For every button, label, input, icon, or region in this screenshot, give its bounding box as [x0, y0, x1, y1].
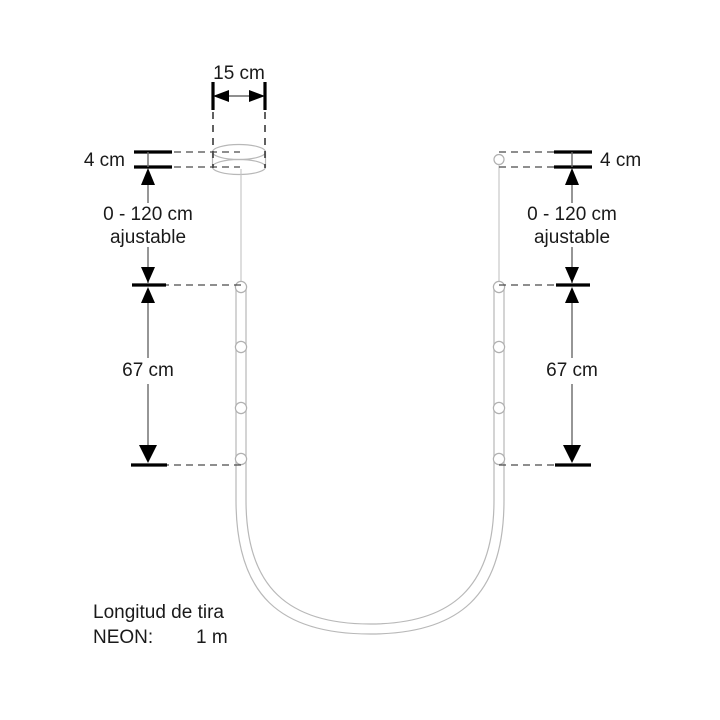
backdrop-adjustable-right — [522, 203, 624, 247]
divider-left-arrowhead-down — [141, 287, 155, 303]
dimension-width-top: 15 cm — [211, 63, 267, 110]
left-tube-node-4 — [234, 452, 248, 466]
backdrop-drop-right — [534, 358, 612, 384]
canopy-right-label: 4 cm — [600, 150, 641, 171]
left-neon-tube — [234, 280, 248, 468]
backdrop-drop-left — [110, 358, 188, 384]
canopy-left-label: 4 cm — [84, 150, 125, 171]
dimension-canopy-left: 4 cm — [84, 150, 172, 185]
caption-neon-label: NEON: — [93, 627, 153, 648]
right-cable-top-loop — [493, 153, 505, 166]
product-geometry — [211, 143, 506, 635]
right-neon-tube — [492, 280, 506, 468]
caption-neon-value: 1 m — [196, 627, 228, 648]
u-curve-outer — [235, 468, 505, 635]
dimension-canopy-right: 4 cm — [554, 150, 641, 185]
dimension-divider-left — [132, 267, 166, 303]
divider-left-arrowhead-up — [141, 267, 155, 283]
divider-right-arrowhead-up — [565, 267, 579, 283]
canopy-left-arrowhead — [141, 168, 155, 185]
left-tube-node-2 — [234, 340, 248, 354]
right-tube-node-4 — [492, 452, 506, 466]
divider-right-arrowhead-down — [565, 287, 579, 303]
adjustable-left-label-line1-top: 0 - 120 cm — [103, 204, 193, 225]
width-dimension-label: 15 cm — [213, 63, 265, 84]
caption-line-1: Longitud de tira — [93, 602, 224, 623]
adjustable-left-label-line2-top: ajustable — [110, 227, 186, 248]
dimension-divider-right — [556, 267, 590, 303]
canopy-right-arrowhead — [565, 168, 579, 185]
adjustable-right-label-line2-top: ajustable — [534, 227, 610, 248]
strip-length-caption: Longitud de tira NEON: 1 m — [93, 602, 228, 648]
adjustable-right-label-line1-top: 0 - 120 cm — [527, 204, 617, 225]
width-arrowhead-right — [249, 90, 265, 102]
right-tube-node-3 — [492, 401, 506, 415]
label-layer: 0 - 120 cm ajustable 0 - 120 cm ajustabl… — [103, 204, 617, 381]
label-backdrops — [98, 203, 624, 384]
right-tube-node-1 — [492, 280, 506, 294]
u-curve-inner — [245, 468, 495, 625]
drop-right-arrowhead-down — [563, 445, 581, 463]
width-arrowhead-left — [213, 90, 229, 102]
backdrop-adjustable-left — [98, 203, 200, 247]
extension-lines — [138, 112, 582, 466]
drop-left-label-top: 67 cm — [122, 360, 174, 381]
drop-right-label-top: 67 cm — [546, 360, 598, 381]
drop-left-arrowhead-down — [139, 445, 157, 463]
neon-strip-u-curve — [235, 468, 505, 635]
left-tube-node-1 — [234, 280, 248, 294]
left-tube-node-3 — [234, 401, 248, 415]
canopy-cylinder — [211, 143, 267, 176]
right-tube-node-2 — [492, 340, 506, 354]
right-suspension-cable — [493, 153, 505, 284]
